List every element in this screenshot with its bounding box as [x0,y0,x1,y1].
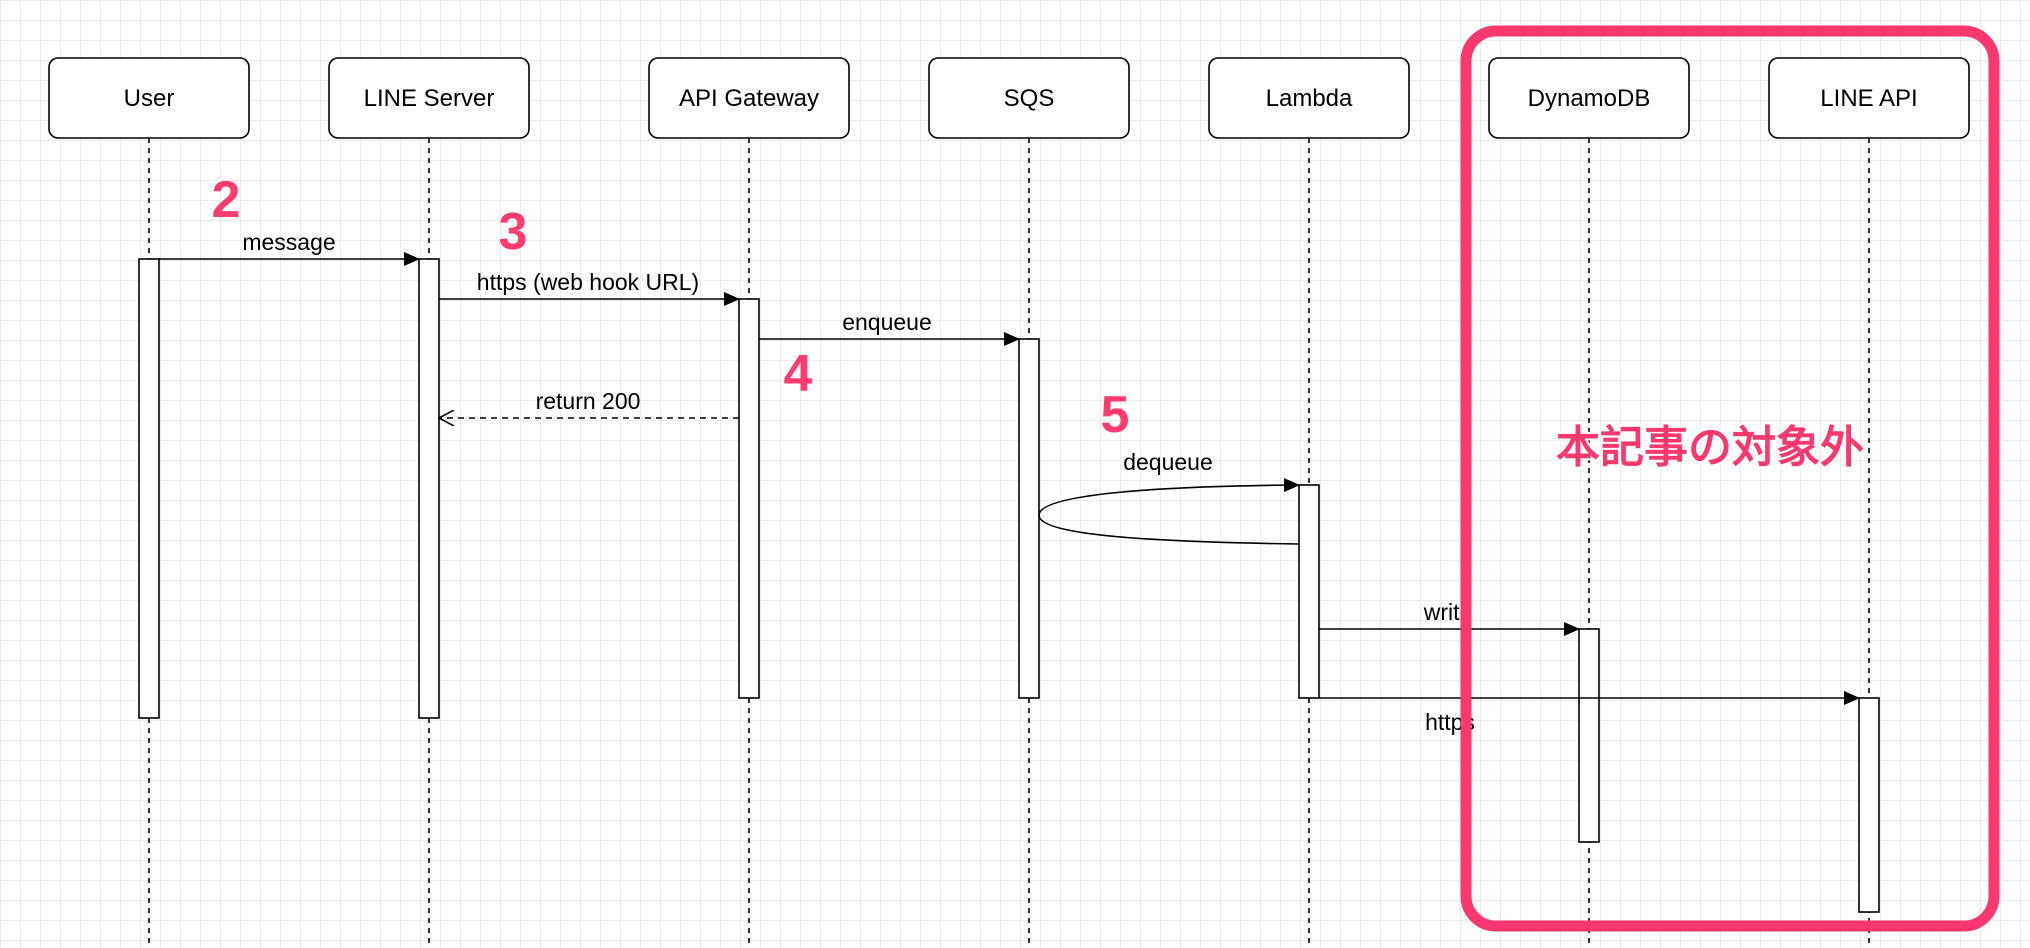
participant-box [1768,57,1970,139]
participant-label: API Gateway [679,85,819,112]
message-label: enqueue [842,309,932,335]
participant-api_gateway[interactable]: API Gateway [648,57,850,139]
participant-sqs[interactable]: SQS [928,57,1130,139]
activation-api-gateway [738,298,760,699]
out-of-scope-highlight: 本記事の対象外 [1460,25,2000,932]
participant-box [48,57,250,139]
participant-label: DynamoDB [1528,85,1651,112]
participant-label: LINE API [1820,85,1917,112]
participant-box [928,57,1130,139]
participant-lambda[interactable]: Lambda [1208,57,1410,139]
participant-label: User [124,85,175,112]
message-https-webhook[interactable]: https (web hook URL) [439,269,740,306]
message-enqueue[interactable]: enqueue [759,309,1020,346]
message-arrow [1038,478,1300,545]
step-number-2: 2 [212,171,241,229]
activation-lambda [1298,484,1320,699]
activation-line-server [418,258,440,719]
participant-line_server[interactable]: LINE Server [328,57,530,139]
step-number-4: 4 [784,345,813,403]
step-number-3: 3 [499,203,528,261]
message-label: return 200 [536,388,641,414]
participant-label: SQS [1004,85,1055,112]
participant-dynamodb[interactable]: DynamoDB [1488,57,1690,139]
out-of-scope-box [1460,25,2000,932]
message-message[interactable]: message [159,229,420,266]
participant-label: Lambda [1266,85,1353,112]
step-number-5: 5 [1101,386,1130,444]
activation-sqs [1018,338,1040,699]
message-label: https (web hook URL) [477,269,699,295]
message-label: message [242,229,335,255]
participant-box [1488,57,1690,139]
participant-line_api[interactable]: LINE API [1768,57,1970,139]
message-return-200[interactable]: return 200 [439,388,739,418]
activation-user [138,258,160,719]
activation-line-api [1858,697,1880,913]
participant-box [648,57,850,139]
participant-label: LINE Server [364,85,495,112]
message-dequeue[interactable]: dequeue [1038,449,1300,545]
out-of-scope-label: 本記事の対象外 [1556,422,1864,473]
activation-dynamodb [1578,628,1600,843]
participant-user[interactable]: User [48,57,250,139]
participant-box [328,57,530,139]
participant-box [1208,57,1410,139]
message-label: dequeue [1123,449,1213,475]
message-write[interactable]: write [1319,599,1580,636]
